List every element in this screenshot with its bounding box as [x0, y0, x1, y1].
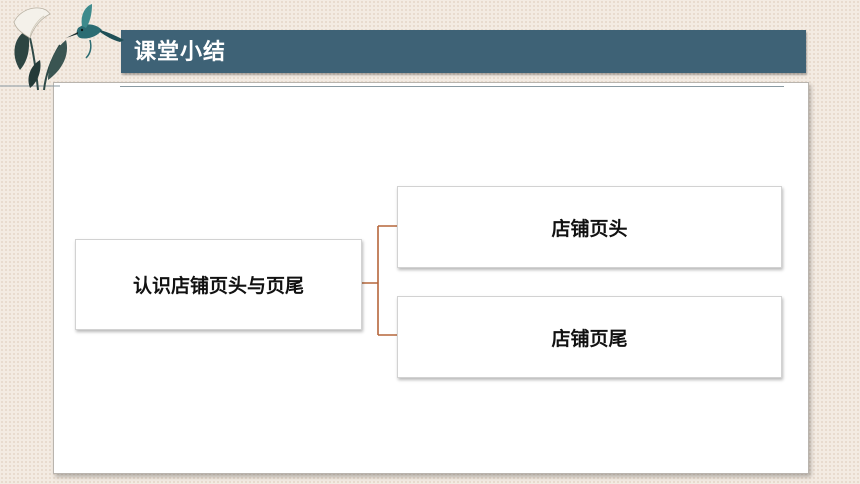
calla-lily-hummingbird-icon: [0, 4, 124, 91]
child-node-footer: 店铺页尾: [397, 296, 782, 378]
child-node-label: 店铺页头: [551, 217, 628, 240]
slide-title: 课堂小结: [134, 40, 227, 65]
child-node-header: 店铺页头: [397, 186, 782, 268]
root-node-label: 认识店铺页头与页尾: [132, 275, 304, 297]
title-bar: 课堂小结: [121, 30, 806, 73]
title-divider: [120, 86, 784, 87]
child-node-label: 店铺页尾: [551, 327, 628, 350]
root-node: 认识店铺页头与页尾: [75, 239, 362, 330]
